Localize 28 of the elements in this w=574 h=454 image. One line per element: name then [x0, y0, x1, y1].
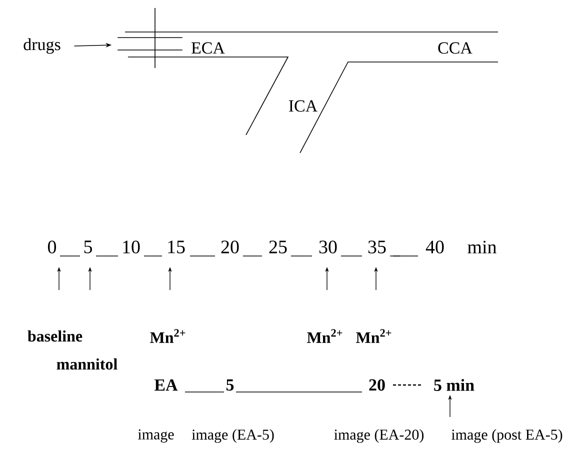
image-label: image (EA-5) — [192, 429, 274, 443]
protocol-label: EA — [154, 379, 178, 391]
time-value: 35 — [368, 240, 386, 254]
unit-label: min — [468, 240, 496, 254]
event-label: Mn$^{2+}$ — [356, 329, 392, 343]
time-value: 15 — [168, 240, 185, 254]
vessel-label: CCA — [438, 42, 472, 54]
event-label: mannitol — [56, 358, 118, 370]
event-label: Mn$^{2+}$ — [150, 329, 186, 343]
image-label: image (post EA-5) — [452, 429, 562, 443]
protocol-label: 20 — [369, 379, 385, 391]
event-label: baseline — [28, 330, 82, 342]
vessel-label: ECA — [192, 42, 225, 54]
time-value: 5 — [84, 240, 92, 254]
protocol-label: 5 — [226, 379, 234, 391]
time-value: 40 — [426, 240, 444, 254]
protocol-label: 5 min — [434, 379, 474, 391]
image-label: image — [138, 429, 174, 443]
time-value: 25 — [269, 240, 287, 254]
drug-label: drugs — [24, 38, 60, 54]
time-value: 10 — [123, 240, 140, 254]
catheter-drawing — [117, 37, 183, 50]
time-value: 30 — [319, 240, 337, 254]
event-label: Mn$^{2+}$ — [307, 329, 342, 343]
image-label: image (EA-20) — [334, 429, 424, 443]
vessel-label: ICA — [288, 100, 318, 112]
time-value: 20 — [221, 240, 239, 254]
time-value: 0 — [48, 240, 56, 254]
